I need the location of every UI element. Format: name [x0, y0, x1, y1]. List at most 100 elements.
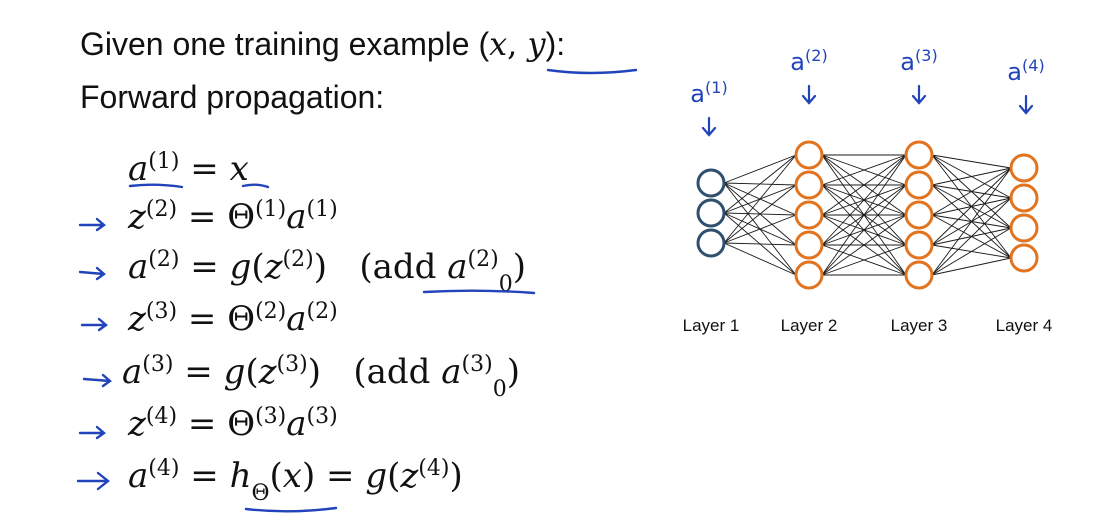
eq-term: (2) — [307, 299, 338, 324]
down-arrow-icon — [1018, 94, 1034, 115]
eq-term: = Θ — [188, 299, 255, 339]
down-arrow-icon — [911, 84, 927, 105]
connection-edge — [931, 167, 1012, 216]
eq-space — [173, 352, 184, 392]
eq-term: 0 — [493, 377, 507, 402]
connection-edge — [821, 244, 907, 276]
title-suffix: ): — [546, 26, 566, 62]
underline-xy — [546, 68, 638, 75]
eq-lhs-superscript: (3) — [142, 352, 173, 377]
neuron-unit — [696, 168, 726, 198]
underline-x — [241, 183, 270, 189]
annotation-base: a — [1007, 58, 1022, 86]
eq-term: a — [441, 352, 461, 392]
connection-edge — [821, 154, 907, 276]
pen-annotations — [76, 68, 638, 513]
arrow-eq2 — [78, 217, 106, 232]
eq-term: ) — [507, 352, 520, 392]
eq-term: ( — [270, 456, 283, 496]
eq-term: g — [365, 456, 387, 496]
eq-term: x — [283, 456, 302, 496]
eq-term: = Θ — [188, 197, 255, 237]
connection-edge — [931, 227, 1012, 276]
connection-edge — [931, 167, 1012, 246]
title-line: Given one training example (x, y): — [80, 25, 565, 63]
connection-edge — [723, 214, 797, 244]
eq-term: ) = — [302, 456, 365, 496]
eq-term: ) — [449, 456, 462, 496]
connection-edge — [723, 154, 797, 244]
equation-3: a(2) = g(z(2)) (add a(2)0) — [128, 247, 526, 297]
eq-space — [177, 404, 188, 444]
eq-space — [177, 299, 188, 339]
neuron-unit — [904, 170, 934, 200]
activation-annotation: a(4) — [1007, 56, 1044, 87]
eq-term: = — [190, 149, 229, 189]
eq-lhs: z — [127, 404, 147, 444]
eq-term: ( — [245, 352, 258, 392]
eq-term: x — [230, 149, 249, 189]
connection-edge — [821, 184, 907, 276]
arrow-eq3 — [78, 266, 106, 281]
eq-term: a — [286, 404, 306, 444]
arrow-eq7 — [76, 471, 110, 491]
connection-edge — [723, 154, 797, 184]
activation-annotation: a(1) — [690, 78, 727, 109]
neuron-unit — [904, 140, 934, 170]
title-prefix: Given one training example ( — [80, 26, 489, 62]
equation-1: a(1) = x — [128, 149, 249, 190]
layer-label: Layer 1 — [683, 316, 740, 335]
neuron-unit — [904, 200, 934, 230]
eq-lhs: a — [128, 247, 148, 287]
eq-term: (4) — [418, 456, 449, 481]
layer-4: Layer 4 a(4) — [996, 56, 1053, 336]
neuron-unit — [794, 200, 824, 230]
eq-term: (3) — [255, 404, 286, 429]
eq-lhs-superscript: (2) — [148, 247, 179, 272]
eq-term: z — [258, 352, 278, 392]
neuron-unit — [1009, 243, 1039, 273]
annotation-base: a — [790, 48, 805, 76]
neuron-unit — [794, 170, 824, 200]
eq-term: g — [230, 247, 252, 287]
layer-label: Layer 4 — [996, 316, 1053, 335]
neuron-unit — [794, 140, 824, 170]
eq-space — [179, 456, 190, 496]
neuron-unit — [1009, 153, 1039, 183]
eq-term: = — [190, 247, 229, 287]
eq-lhs: a — [128, 149, 148, 189]
neuron-unit — [1009, 183, 1039, 213]
equation-2: z(2) = Θ(1)a(1) — [127, 197, 338, 238]
connection-edge — [821, 154, 907, 216]
activation-annotation: a(2) — [790, 46, 827, 77]
annotation-superscript: (3) — [915, 46, 938, 65]
layer-label: Layer 2 — [781, 316, 838, 335]
equation-6: z(4) = Θ(3)a(3) — [127, 404, 338, 445]
down-arrow-icon — [801, 84, 817, 105]
eq-lhs: z — [127, 197, 147, 237]
neuron-unit — [696, 198, 726, 228]
eq-lhs-superscript: (2) — [146, 197, 177, 222]
underline-add-a0-2 — [422, 289, 536, 295]
underline-a1 — [128, 183, 184, 189]
network-diagram: Layer 1a(1)Layer 2a(2)Layer 3a(3)Layer 4… — [683, 46, 1053, 336]
eq-term: (3) — [307, 404, 338, 429]
eq-term: (1) — [307, 197, 338, 222]
eq-lhs: z — [127, 299, 147, 339]
eq-term: z — [264, 247, 284, 287]
connection-edge — [821, 154, 907, 246]
connection-edge — [723, 242, 797, 246]
equation-4: z(3) = Θ(2)a(2) — [127, 299, 338, 340]
annotation-superscript: (2) — [805, 46, 828, 65]
equation-list: a(1) = xz(2) = Θ(1)a(1)a(2) = g(z(2)) (a… — [122, 149, 526, 506]
connection-edge — [931, 167, 1012, 186]
eq-term: a — [447, 247, 467, 287]
annotation-superscript: (4) — [1022, 56, 1045, 75]
down-arrow-icon — [701, 116, 717, 137]
eq-space — [177, 197, 188, 237]
eq-term: = — [190, 456, 229, 496]
eq-lhs-superscript: (3) — [146, 299, 177, 324]
eq-term: z — [399, 456, 419, 496]
neuron-unit — [1009, 213, 1039, 243]
arrow-eq5 — [82, 373, 112, 388]
